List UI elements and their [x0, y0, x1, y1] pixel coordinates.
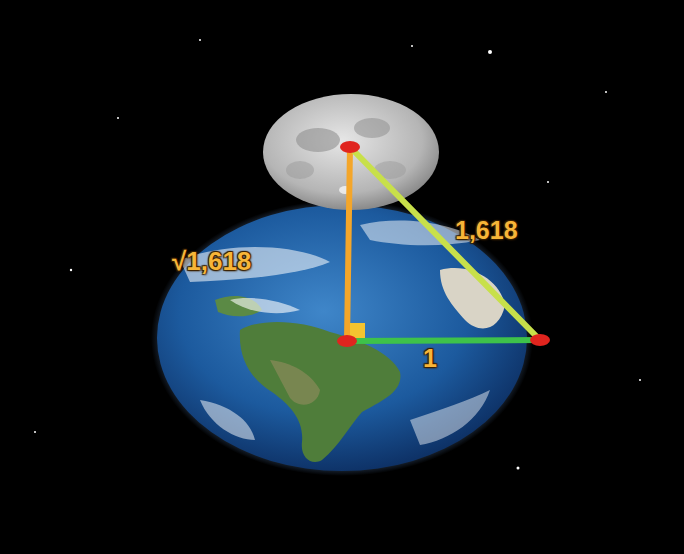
right-angle-mark: [350, 323, 365, 338]
base-label: 1: [423, 346, 437, 371]
side-label: √1,618: [172, 248, 251, 274]
hypotenuse-label: 1,618: [455, 218, 518, 243]
triangle: [337, 141, 550, 347]
